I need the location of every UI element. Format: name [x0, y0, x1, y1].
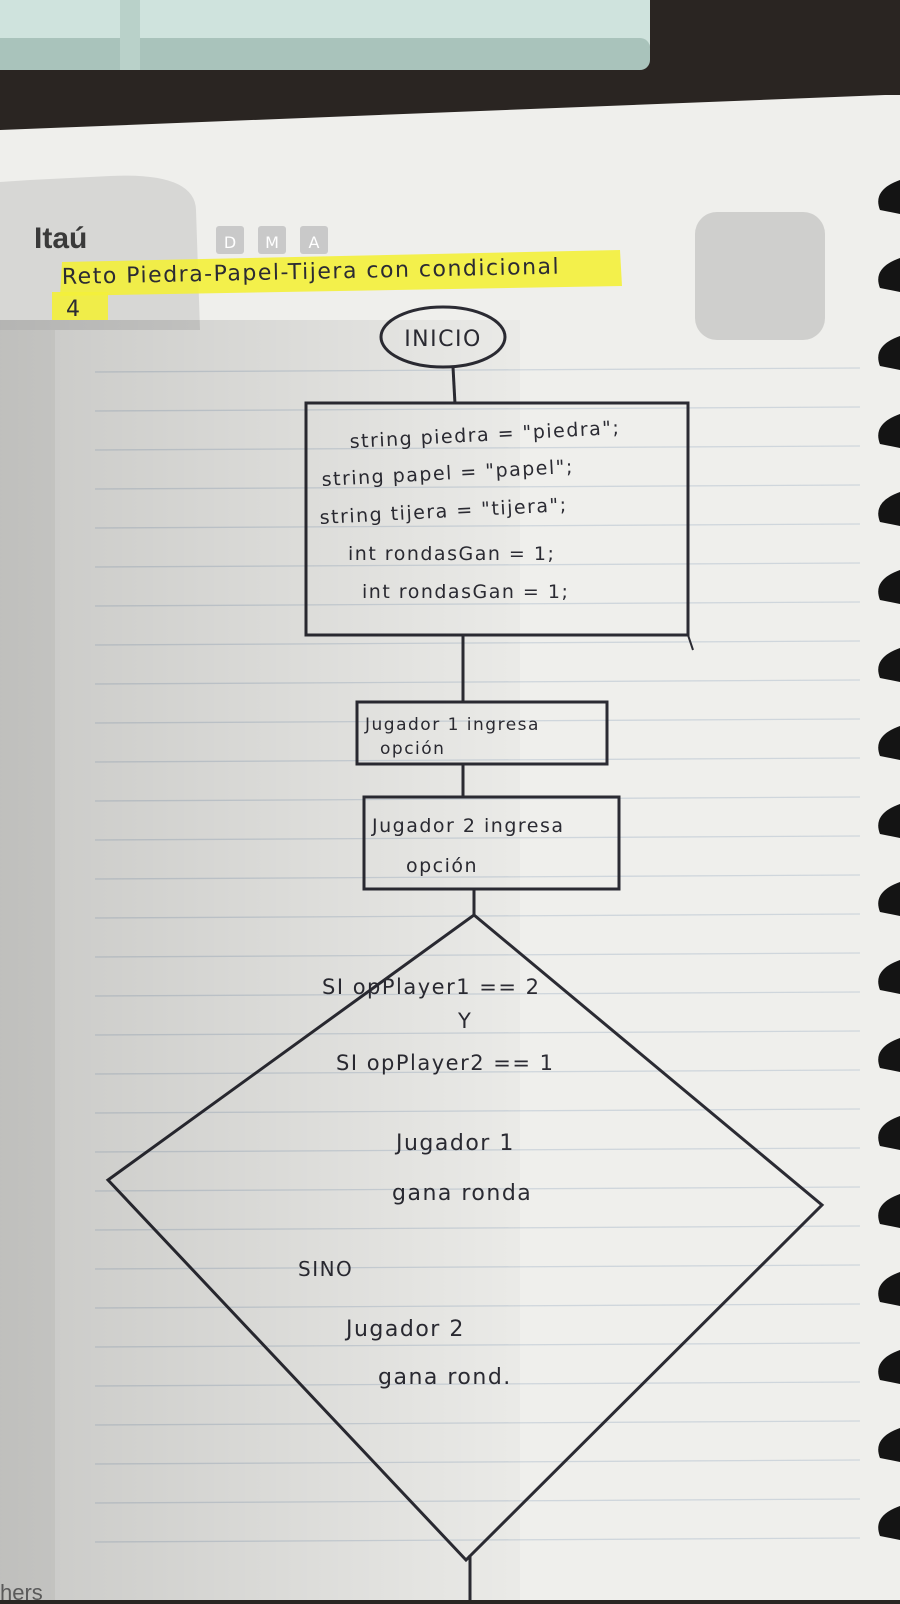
- spiral-ring: [878, 180, 900, 214]
- decision-else-2: gana rond.: [378, 1365, 512, 1390]
- ruled-line: [94, 1498, 861, 1504]
- spiral-ring: [878, 804, 900, 838]
- start-terminal: [379, 305, 507, 369]
- date-label-m: M: [265, 233, 279, 252]
- ruled-line: [94, 1420, 861, 1426]
- ruled-line: [94, 1537, 861, 1543]
- decision-else-label: SINO: [298, 1257, 353, 1281]
- ruled-line: [94, 445, 861, 451]
- spiral-ring: [878, 1506, 900, 1540]
- ruled-line: [94, 1381, 861, 1387]
- ruled-line: [94, 952, 861, 958]
- paper: [0, 95, 900, 1600]
- ruled-line: [94, 874, 861, 880]
- title-highlight: [60, 250, 622, 296]
- brand-logo: Itaú: [34, 222, 87, 255]
- ruled-line: [94, 835, 861, 841]
- spiral-ring: [878, 1428, 900, 1462]
- date-box-d: [216, 226, 244, 254]
- date-label-a: A: [309, 233, 320, 252]
- date-box-a: [300, 226, 328, 254]
- ruled-line: [94, 523, 861, 529]
- spiral-ring: [878, 726, 900, 760]
- page-number-highlight: [52, 292, 108, 320]
- ruled-line: [94, 1225, 861, 1231]
- left-panel-shade: [0, 330, 55, 1600]
- ruled-line: [94, 991, 861, 997]
- ruled-line: [94, 757, 861, 763]
- ruled-line: [94, 1303, 861, 1309]
- ruled-line: [94, 367, 861, 373]
- spiral-ring: [878, 492, 900, 526]
- spiral-ring: [878, 1116, 900, 1150]
- ruled-line: [94, 1030, 861, 1036]
- decision-diamond: [105, 913, 825, 1563]
- player1-line-1: Jugador 1 ingresa: [364, 715, 540, 735]
- date-box-m: [258, 226, 286, 254]
- player1-box: [355, 700, 609, 766]
- ruled-line: [94, 796, 861, 802]
- ruled-line: [94, 718, 861, 724]
- spiral-ring: [878, 882, 900, 916]
- spiral-ring: [878, 570, 900, 604]
- corner-box: [695, 212, 825, 340]
- ruled-line: [94, 640, 861, 646]
- ruled-line: [94, 1069, 861, 1075]
- decision-then-2: gana ronda: [392, 1181, 532, 1206]
- spiral-ring: [878, 258, 900, 292]
- ruled-line: [94, 1147, 861, 1153]
- decision-condition-1: SI opPlayer1 == 2: [322, 975, 541, 999]
- spiral-ring: [878, 414, 900, 448]
- player1-line-2: opción: [380, 739, 445, 759]
- connector-start: [451, 366, 457, 405]
- ruled-line: [94, 1108, 861, 1114]
- spiral-ring: [878, 1038, 900, 1072]
- player2-line-2: opción: [406, 855, 478, 877]
- spiral-ring: [878, 960, 900, 994]
- ruled-line: [94, 484, 861, 490]
- spiral-ring: [878, 1350, 900, 1384]
- ruled-line: [94, 1186, 861, 1192]
- spiral-ring: [878, 648, 900, 682]
- date-label-d: D: [224, 233, 236, 252]
- decision-condition-2: SI opPlayer2 == 1: [336, 1051, 555, 1075]
- player2-line-1: Jugador 2 ingresa: [371, 815, 565, 837]
- spiral-binding: [878, 180, 900, 1540]
- player2-box: [362, 795, 621, 891]
- ruled-line: [94, 1264, 861, 1270]
- decision-else-1: Jugador 2: [344, 1317, 465, 1342]
- spiral-ring: [878, 336, 900, 370]
- ruled-line: [94, 562, 861, 568]
- spiral-ring: [878, 1194, 900, 1228]
- ruled-line: [94, 601, 861, 607]
- footer-fragment: hers: [0, 1580, 43, 1600]
- decision-then-1: Jugador 1: [394, 1131, 515, 1156]
- ruled-line: [94, 406, 861, 412]
- ruled-line: [94, 1342, 861, 1348]
- pencil-case: [0, 0, 650, 70]
- flowchart: [105, 305, 825, 1600]
- decl-line-4: int rondasGan = 1;: [348, 543, 555, 565]
- date-boxes: D M A: [216, 226, 328, 254]
- decl-line-5: int rondasGan = 1;: [362, 581, 569, 603]
- spiral-ring: [878, 1272, 900, 1306]
- declarations-box: [304, 401, 690, 637]
- ruled-line: [94, 679, 861, 685]
- page-number: 4: [66, 297, 82, 322]
- decision-connector: Y: [457, 1009, 472, 1033]
- ruled-line: [94, 1459, 861, 1465]
- start-label: INICIO: [404, 327, 482, 352]
- ruled-lines: [94, 367, 861, 1543]
